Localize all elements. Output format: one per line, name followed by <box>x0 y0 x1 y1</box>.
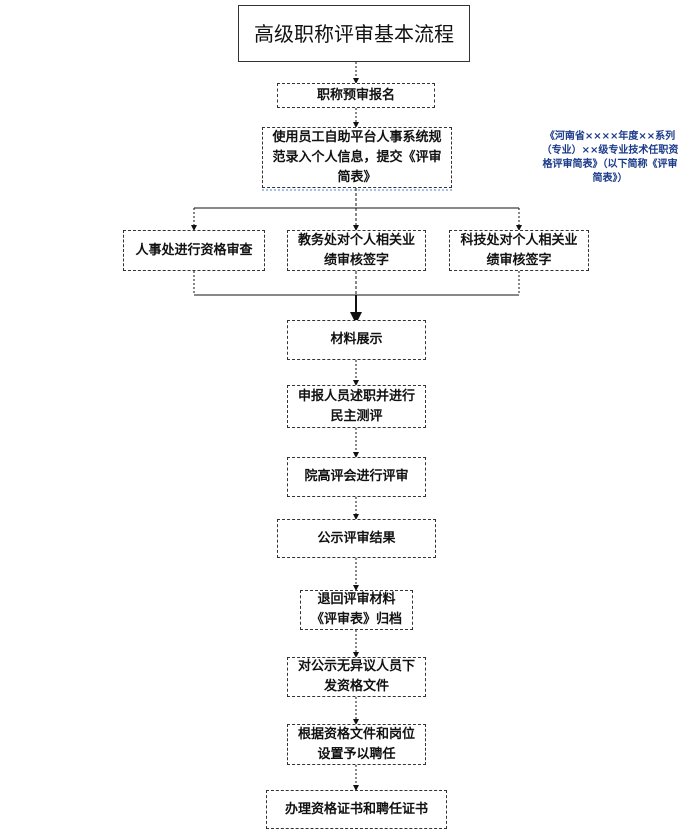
step-certificates: 办理资格证书和聘任证书 <box>266 790 447 829</box>
step-registration: 职称预审报名 <box>277 83 435 108</box>
form-note: 《河南省××××年度××系列（专业）××级专业技术任职资格评审简表》（以下简称《… <box>541 131 679 184</box>
step-hr-review: 人事处进行资格审查 <box>123 230 265 271</box>
step-research-review: 科技处对个人相关业绩审核签字 <box>449 230 589 271</box>
step-appointment: 根据资格文件和岗位设置予以聘任 <box>287 724 426 765</box>
step-archive: 退回评审材料《评审表》归档 <box>300 590 413 630</box>
flowchart-title: 高级职称评审基本流程 <box>238 5 470 62</box>
step-publicize-results: 公示评审结果 <box>277 519 436 558</box>
step-issue-documents: 对公示无异议人员下发资格文件 <box>287 657 426 697</box>
step-material-display: 材料展示 <box>287 320 426 360</box>
step-enter-info: 使用员工自助平台人事系统规范录入个人信息，提交《评审简表》 <box>262 127 452 188</box>
step-academic-review: 教务处对个人相关业绩审核签字 <box>287 230 426 271</box>
step-report-evaluation: 申报人员述职并进行民主测评 <box>287 385 426 428</box>
step-committee-review: 院高评会进行评审 <box>287 457 426 497</box>
